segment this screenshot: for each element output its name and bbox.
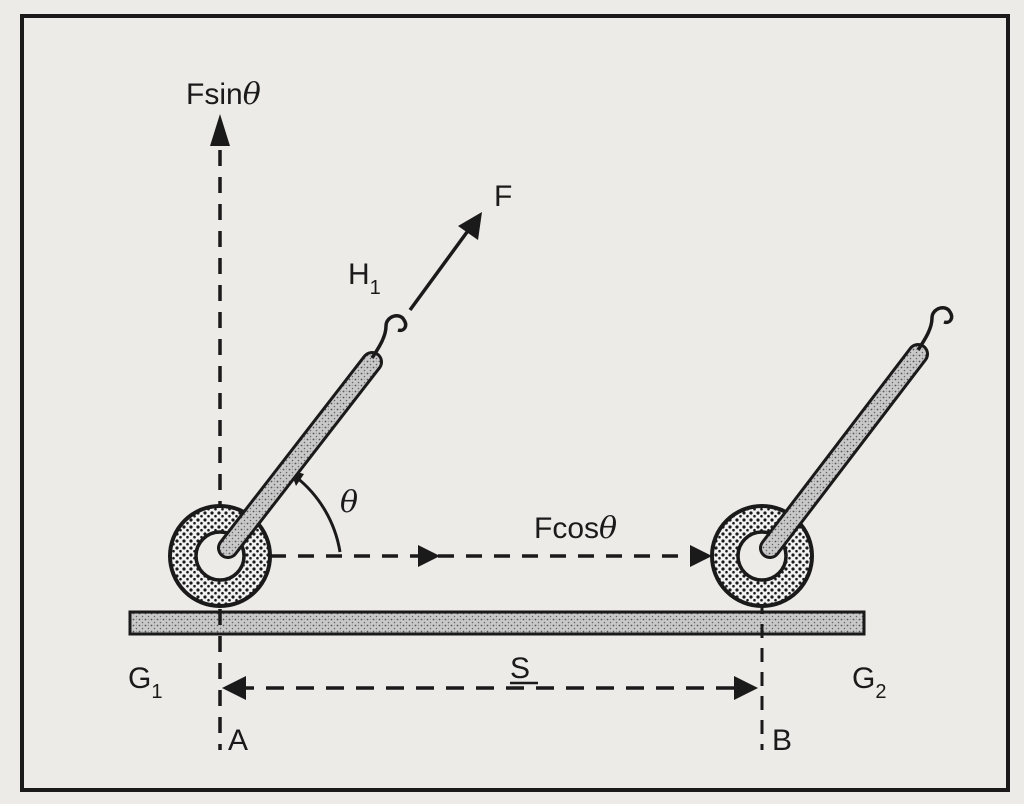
force-vertical-theta: θ — [243, 77, 261, 112]
frame-border — [20, 14, 1010, 792]
ground-1-subscript: 1 — [151, 681, 162, 703]
ground-2-label: G2 — [852, 662, 886, 703]
force-arrow-line — [408, 226, 472, 312]
point-b-label: B — [772, 724, 792, 757]
theta-label: θ — [340, 485, 358, 520]
vertical-component-arrowhead — [210, 114, 230, 146]
ground-1-label: G1 — [128, 662, 162, 703]
hook-1-label: H1 — [348, 258, 381, 299]
handle-1 — [217, 314, 408, 559]
theta-angle-arc — [295, 475, 342, 553]
hook-2-icon — [916, 306, 954, 351]
displacement-label: S — [510, 652, 530, 685]
handle-2 — [759, 306, 954, 559]
horizontal-component-end-arrowhead — [690, 545, 712, 567]
force-horizontal-theta: θ — [599, 511, 617, 546]
force-label: F — [494, 180, 512, 213]
hook-1-subscript: 1 — [370, 277, 381, 299]
ground-board — [128, 610, 866, 636]
horizontal-component-mid-arrowhead — [418, 545, 440, 567]
displacement-right-arrowhead — [734, 676, 758, 700]
force-arrowhead — [458, 212, 482, 240]
displacement-left-arrowhead — [222, 676, 246, 700]
force-horizontal-label: Fcosθ — [534, 511, 617, 546]
force-vertical-label: Fsinθ — [186, 77, 261, 112]
hook-1-icon — [370, 314, 408, 359]
point-a-label: A — [228, 724, 248, 757]
ground-2-subscript: 2 — [875, 681, 886, 703]
